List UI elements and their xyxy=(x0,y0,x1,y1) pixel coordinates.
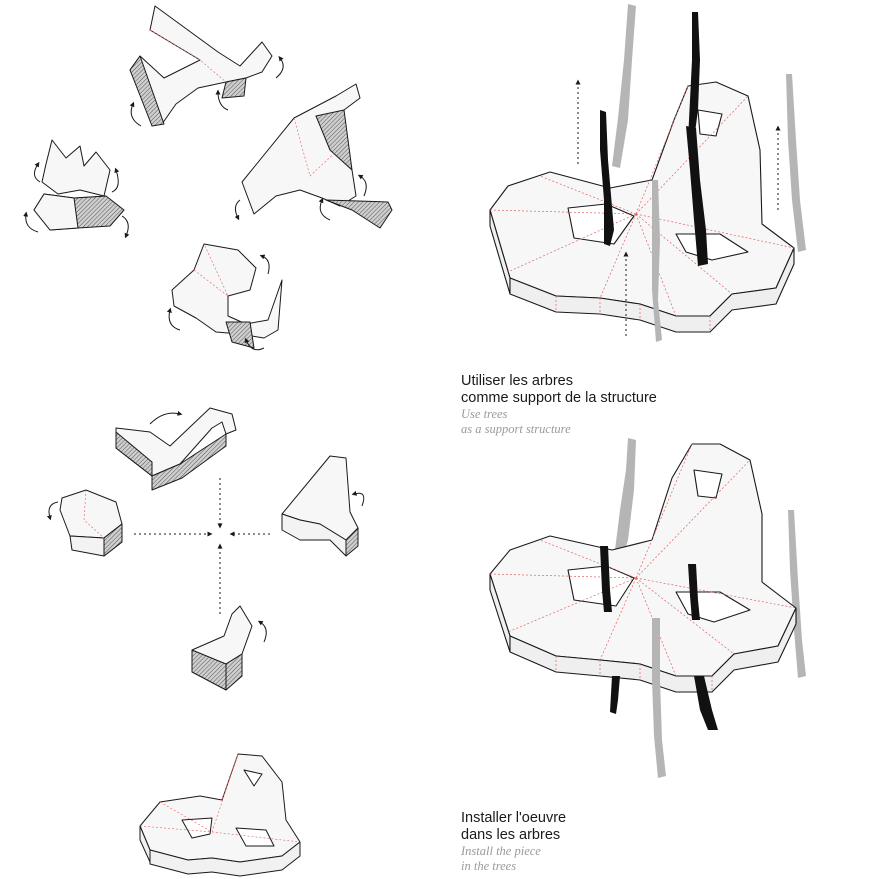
caption-install: Installer l'oeuvre dans les arbres Insta… xyxy=(461,810,566,874)
solid-piece-top xyxy=(115,407,237,491)
tree-black-5 xyxy=(610,676,620,714)
caption-install-en-line1: Install the piece xyxy=(461,844,541,858)
caption-install-fr-line2: dans les arbres xyxy=(461,827,561,843)
tree-black-7 xyxy=(694,676,718,730)
piece-right-wing xyxy=(234,83,393,229)
unfolded-pieces xyxy=(23,5,393,351)
tree-black-2 xyxy=(688,12,700,140)
structure-trees-support xyxy=(489,4,806,342)
converging-pieces xyxy=(46,407,365,691)
caption-support-fr-line2: comme support de la structure xyxy=(461,390,657,406)
convergence-arrows xyxy=(134,478,270,614)
structure-trees-installed xyxy=(489,438,806,778)
caption-support-fr-line1: Utiliser les arbres xyxy=(461,373,573,389)
solid-piece-bottom xyxy=(191,605,267,691)
tree-grey-back-2 xyxy=(614,438,636,560)
tree-black-3 xyxy=(686,126,708,266)
tree-grey-right xyxy=(786,74,806,252)
caption-install-en-line2: in the trees xyxy=(461,859,517,873)
tree-grey-front xyxy=(652,180,662,342)
tree-black-1 xyxy=(600,110,614,246)
piece-left-cluster xyxy=(23,139,130,239)
assembled-piece-small xyxy=(139,753,301,877)
caption-support-en-line1: Use trees xyxy=(461,407,508,421)
tree-grey-back xyxy=(612,4,636,168)
tree-grey-right-2 xyxy=(788,510,806,678)
caption-support-en-line2: as a support structure xyxy=(461,422,571,436)
tree-black-6 xyxy=(688,564,700,620)
piece-middle-curl xyxy=(166,243,283,351)
solid-piece-right xyxy=(281,455,365,557)
tree-grey-front-2 xyxy=(652,618,666,778)
caption-support: Utiliser les arbres comme support de la … xyxy=(461,373,657,437)
solid-piece-left xyxy=(46,489,123,557)
tree-black-4 xyxy=(600,546,612,612)
piece-top-zigzag xyxy=(129,5,284,127)
caption-install-fr-line1: Installer l'oeuvre xyxy=(461,810,567,826)
